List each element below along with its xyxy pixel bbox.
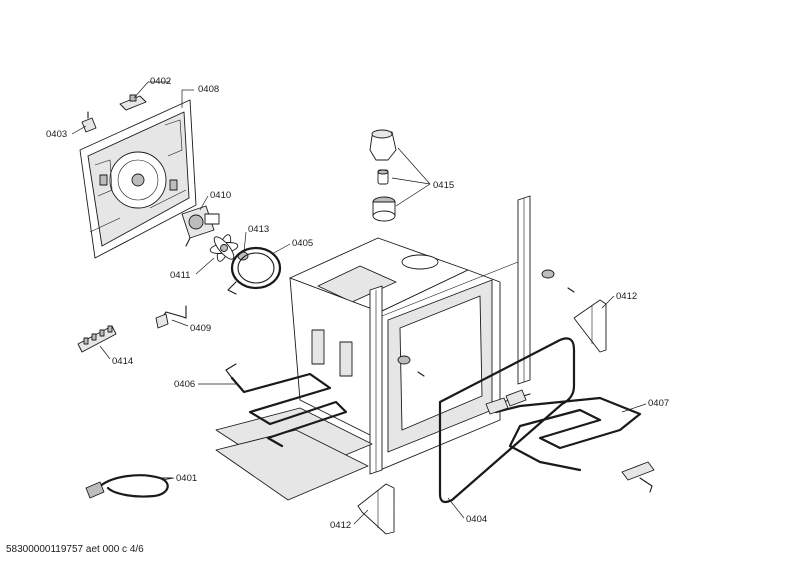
label-0406: 0406 <box>174 379 195 390</box>
side-bracket-part-0412-top[interactable] <box>573 299 607 353</box>
label-0409: 0409 <box>190 323 211 334</box>
label-0408: 0408 <box>198 84 219 95</box>
terminal-block-part-0414[interactable] <box>77 325 117 353</box>
mains-cable-part-0401[interactable] <box>85 474 173 499</box>
bottom-heater-part-0406[interactable] <box>215 363 373 501</box>
label-0412-bottom: 0412 <box>330 520 351 531</box>
front-frame <box>369 195 531 475</box>
label-0402: 0402 <box>150 76 171 87</box>
fan-motor-part-0410[interactable] <box>181 205 220 247</box>
label-0407: 0407 <box>648 398 669 409</box>
oven-muffle <box>289 237 501 471</box>
label-0411: 0411 <box>170 270 190 281</box>
lamp-socket-part-0415[interactable] <box>372 196 396 222</box>
fan-impeller-part-0411[interactable] <box>209 233 239 263</box>
clip-part[interactable] <box>621 461 655 493</box>
label-0410: 0410 <box>210 190 231 201</box>
ring-heater-part-0405[interactable] <box>227 246 282 295</box>
switch-part-0402[interactable] <box>119 94 147 111</box>
screw-icons <box>417 287 575 377</box>
label-0404: 0404 <box>466 514 487 525</box>
part-labels: 0402 0408 0403 0410 0415 0413 0405 0411 … <box>46 76 669 531</box>
label-0412-top: 0412 <box>616 291 637 302</box>
side-bracket-part-0412-bottom[interactable] <box>357 483 395 535</box>
label-0414: 0414 <box>112 356 133 367</box>
side-lamp-holder[interactable] <box>397 269 555 365</box>
bracket-part-0409[interactable] <box>155 305 187 329</box>
label-0405: 0405 <box>292 238 313 249</box>
door-seal-part-0404[interactable] <box>438 337 576 504</box>
terminal-part-0403[interactable] <box>81 111 97 133</box>
grill-element-part-0407[interactable] <box>485 389 642 472</box>
lamp-bulb-part-0415[interactable] <box>377 169 389 185</box>
label-0401: 0401 <box>176 473 197 484</box>
lamp-cover-part-0415[interactable] <box>369 129 397 161</box>
label-0413: 0413 <box>248 224 269 235</box>
rear-panel-part-0408[interactable] <box>79 99 197 259</box>
label-0415: 0415 <box>433 180 454 191</box>
drawing-reference-footer: 58300000119757 aet 000 c 4/6 <box>6 544 144 555</box>
leader-lines <box>71 81 647 525</box>
label-0403: 0403 <box>46 129 67 140</box>
